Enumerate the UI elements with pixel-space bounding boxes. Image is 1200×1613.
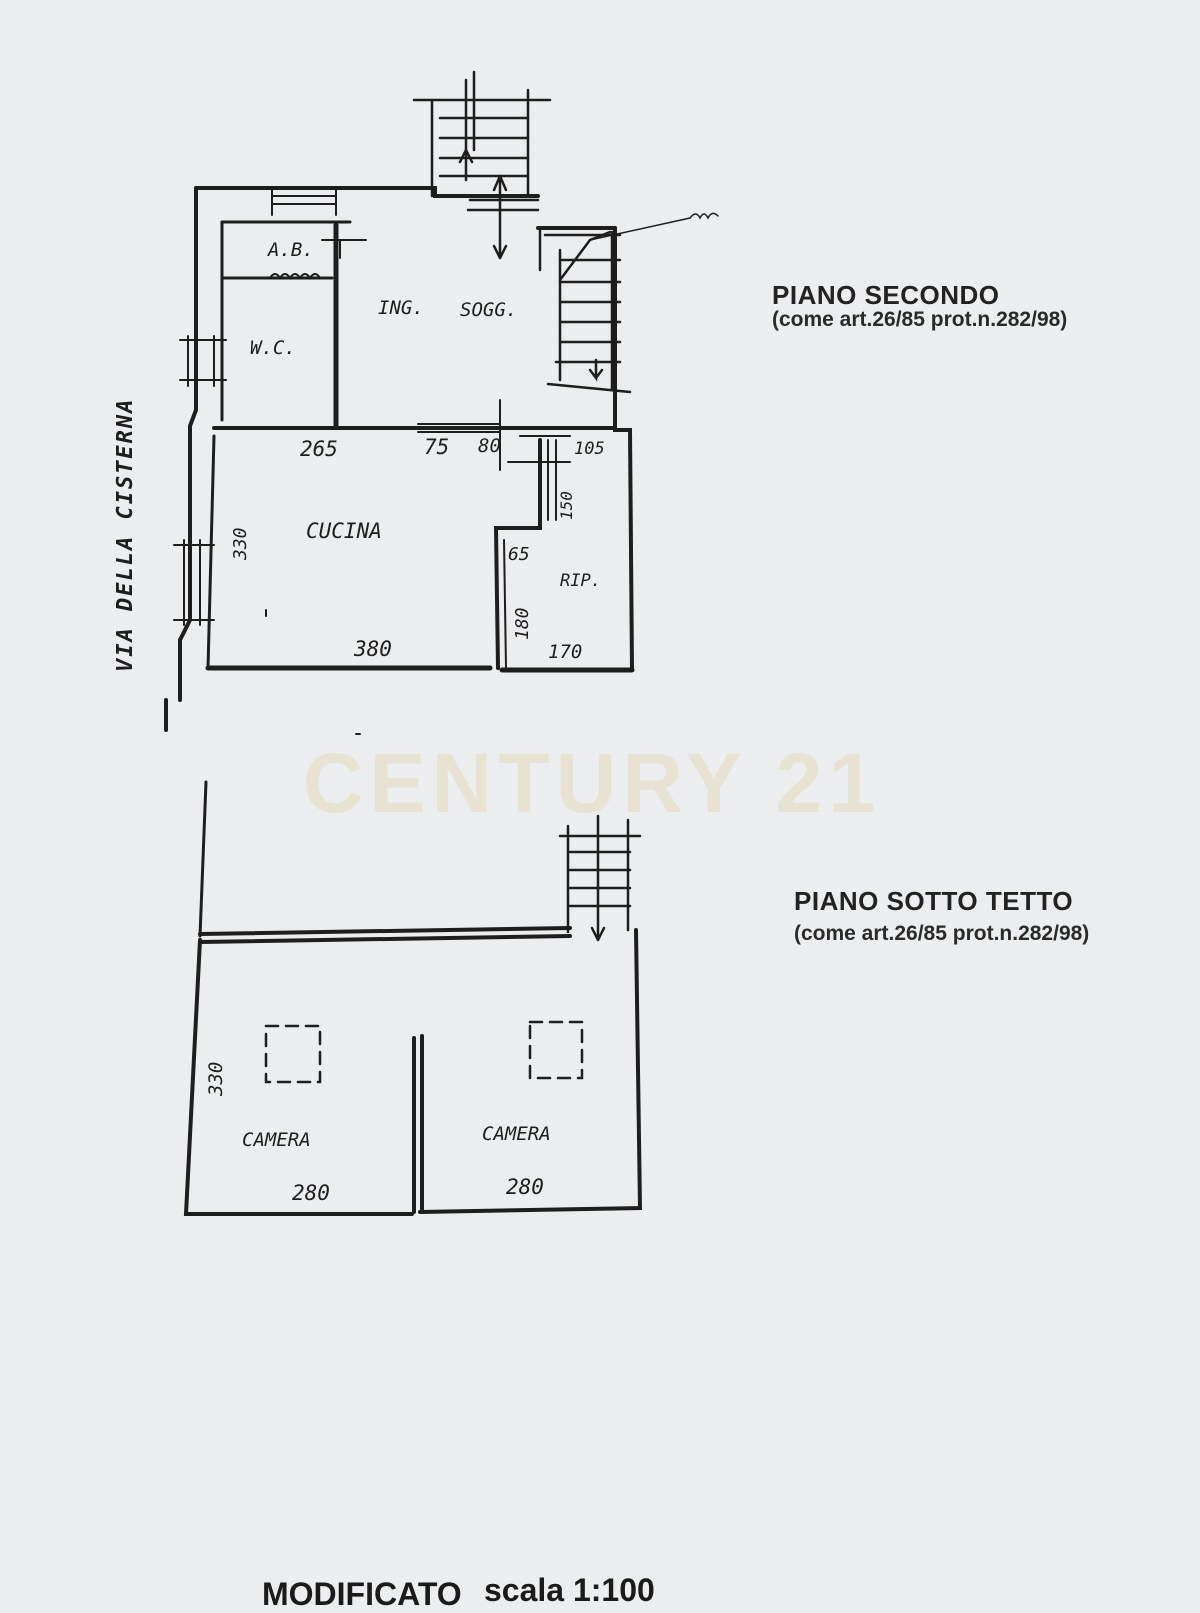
outer-wall-bottom	[205, 665, 635, 673]
dim-330-second: 330	[230, 527, 251, 561]
dim-380: 380	[353, 637, 392, 661]
labels-piano-secondo: A.B. W.C. ING. SOGG. CUCINA RIP. 265 75 …	[230, 239, 605, 663]
attic-ridge	[198, 926, 572, 944]
outer-wall-right	[613, 226, 634, 672]
plan-piano-secondo	[164, 70, 719, 735]
outer-wall-top	[194, 186, 617, 230]
street-label: VIA DELLA CISTERNA	[113, 398, 138, 672]
room-label-ing: ING.	[378, 297, 424, 319]
skylight-left	[264, 1024, 322, 1084]
inner-wall-left	[206, 220, 224, 670]
dim-180: 180	[512, 607, 533, 640]
dim-330-attic: 330	[205, 1062, 227, 1097]
stair-top	[412, 70, 552, 260]
skylight-right	[528, 1020, 584, 1080]
floor-ref-piano-sotto-tetto: (come art.26/85 prot.n.282/98)	[794, 922, 1090, 945]
footer-label: MODIFICATO	[262, 1576, 462, 1612]
dim-280-right: 280	[506, 1175, 544, 1199]
attic-partition	[412, 1034, 424, 1214]
room-label-cucina: CUCINA	[306, 519, 382, 543]
room-label-wc: W.C.	[250, 337, 296, 359]
partition-rip-inner	[503, 539, 507, 669]
attic-outer	[183, 928, 643, 1216]
dim-170: 170	[548, 641, 582, 663]
floor-title-piano-secondo: PIANO SECONDO	[772, 280, 1000, 310]
floor-ref-piano-secondo: (come art.26/85 prot.n.282/98)	[772, 308, 1068, 331]
room-label-camera-right: CAMERA	[482, 1123, 551, 1145]
window-marks	[173, 187, 571, 626]
dim-150: 150	[557, 491, 576, 520]
dim-75: 75	[424, 435, 449, 459]
room-label-sogg: SOGG.	[460, 299, 517, 321]
dim-65: 65	[508, 544, 530, 565]
partition-rip	[493, 438, 542, 670]
room-label-rip: RIP.	[560, 571, 601, 591]
stair-attic	[558, 814, 642, 942]
dim-265: 265	[300, 437, 338, 461]
cucina-marks	[265, 609, 361, 735]
outer-wall-left	[164, 186, 198, 732]
watermark-century21: CENTURY 21	[303, 736, 881, 830]
partition-ab	[220, 220, 352, 280]
attic-wall-left	[198, 780, 208, 938]
stair-right	[538, 212, 719, 394]
room-label-camera-left: CAMERA	[242, 1129, 311, 1151]
dim-280-left: 280	[292, 1181, 330, 1205]
plan-piano-sotto-tetto	[183, 780, 643, 1216]
dim-80: 80	[478, 435, 501, 457]
footer-scale: scala 1:100	[484, 1572, 655, 1608]
room-label-ab: A.B.	[267, 239, 314, 261]
floor-title-piano-sotto-tetto: PIANO SOTTO TETTO	[794, 886, 1074, 916]
labels-piano-sotto-tetto: CAMERA CAMERA 330 280 280	[205, 1062, 551, 1205]
dim-105: 105	[574, 439, 605, 459]
